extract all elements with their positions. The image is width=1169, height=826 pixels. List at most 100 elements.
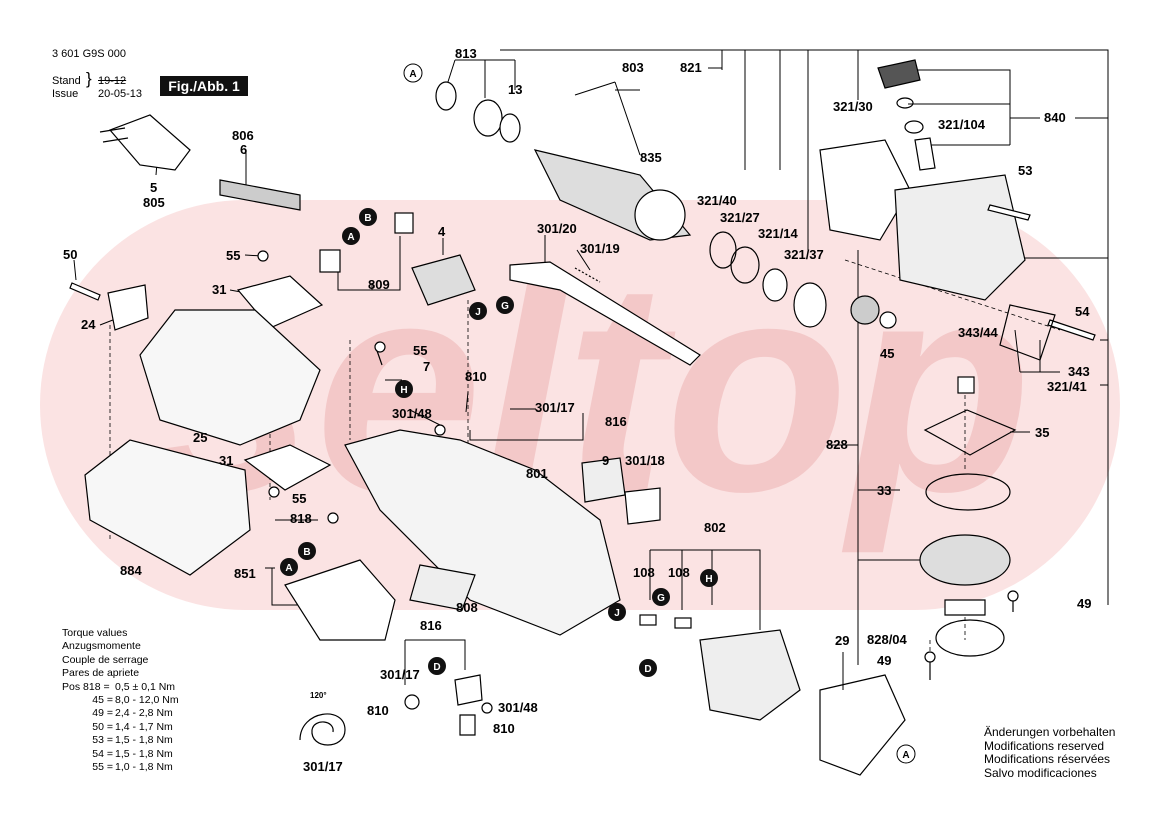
soft-grip — [84, 439, 251, 576]
callout-J-switch: J — [469, 302, 487, 320]
torque-values: Torque values Anzugsmomente Couple de se… — [62, 627, 179, 774]
bearing-left — [435, 81, 457, 111]
label-301-48-lower: 301/48 — [498, 700, 538, 715]
label-813: 813 — [455, 46, 477, 61]
torque-row: 54 =1,5 - 1,8 Nm — [92, 747, 173, 760]
label-810-spring: 810 — [367, 703, 389, 718]
label-801: 801 — [526, 466, 548, 481]
label-816-mid: 816 — [605, 414, 627, 429]
svg-text:J: J — [614, 608, 620, 619]
callout-A-cable: A — [342, 227, 360, 245]
svg-text:B: B — [303, 547, 310, 558]
svg-text:D: D — [644, 664, 651, 675]
label-803: 803 — [622, 60, 644, 75]
callout-G-brush: G — [652, 588, 670, 606]
stand-label: Stand — [52, 75, 81, 87]
svg-text:H: H — [400, 385, 407, 396]
torque-heading-es: Pares de apriete — [62, 667, 140, 680]
label-55-mid: 55 — [413, 343, 427, 358]
label-53: 53 — [1018, 163, 1032, 178]
note-de: Änderungen vorbehalten — [984, 725, 1116, 739]
label-301-48-mid: 301/48 — [392, 406, 432, 421]
label-805: 805 — [143, 195, 165, 210]
label-108-right: 108 — [668, 565, 690, 580]
label-301-19: 301/19 — [580, 241, 620, 256]
document-number: 3 601 G9S 000 — [52, 48, 127, 60]
label-55-lower: 55 — [292, 491, 306, 506]
svg-text:A: A — [902, 750, 909, 761]
label-35: 35 — [1035, 425, 1049, 440]
label-31-lower: 31 — [219, 453, 233, 468]
note-es: Salvo modificaciones — [984, 765, 1097, 780]
callout-H-mid: H — [395, 380, 413, 398]
label-5: 5 — [150, 180, 157, 195]
label-802: 802 — [704, 520, 726, 535]
label-49-lower: 49 — [877, 653, 891, 668]
label-49-right: 49 — [1077, 596, 1091, 611]
part-drawings — [69, 59, 1096, 776]
callout-A-lower: A — [280, 558, 298, 576]
torque-row: 49 =2,4 - 2,8 Nm — [92, 707, 173, 720]
callout-G-switch: G — [496, 296, 514, 314]
label-321-41: 321/41 — [1047, 379, 1087, 394]
guard-plate — [819, 139, 911, 241]
new-date: 20-05-13 — [98, 88, 143, 100]
cable-sleeve — [219, 179, 301, 211]
label-301-20: 301/20 — [537, 221, 577, 236]
label-835: 835 — [640, 150, 662, 165]
old-date: 19-12 — [98, 75, 127, 87]
label-33: 33 — [877, 483, 891, 498]
label-806: 806 — [232, 128, 254, 143]
label-343: 343 — [1068, 364, 1090, 379]
issue-label: Issue — [52, 88, 79, 100]
svg-text:B: B — [364, 213, 371, 224]
label-810-mid: 810 — [465, 369, 487, 384]
svg-text:G: G — [657, 593, 665, 604]
slide-switch — [509, 261, 701, 366]
svg-text:H: H — [705, 574, 712, 585]
spiral-spring — [299, 713, 346, 746]
cable-plug — [108, 114, 191, 171]
label-809: 809 — [368, 277, 390, 292]
label-4: 4 — [438, 224, 446, 239]
label-828-04: 828/04 — [867, 632, 908, 647]
torque-heading-fr: Couple de serrage — [62, 653, 149, 666]
label-810-lower: 810 — [493, 721, 515, 736]
label-816-lower: 816 — [420, 618, 442, 633]
svg-text:J: J — [475, 307, 481, 318]
label-301-17-lower: 301/17 — [380, 667, 420, 682]
torque-row: 45 =8,0 - 12,0 Nm — [92, 694, 179, 707]
label-50: 50 — [63, 247, 77, 262]
svg-text:A: A — [347, 232, 354, 243]
label-25: 25 — [193, 430, 207, 445]
field-coil — [699, 629, 801, 721]
label-840: 840 — [1044, 110, 1066, 125]
label-343-44: 343/44 — [958, 325, 999, 340]
label-301-17-spring: 301/17 — [303, 759, 343, 774]
label-321-14: 321/14 — [758, 226, 799, 241]
label-7: 7 — [423, 359, 430, 374]
bevel-gear — [919, 534, 1011, 586]
label-808: 808 — [456, 600, 478, 615]
label-29: 29 — [835, 633, 849, 648]
label-821: 821 — [680, 60, 702, 75]
label-321-104: 321/104 — [938, 117, 986, 132]
leader-lines — [73, 49, 1109, 690]
svg-text:A: A — [285, 563, 292, 574]
callout-A-bottom: A — [896, 744, 916, 764]
torque-row: Pos 818 =0,5 ± 0,1 Nm — [62, 680, 176, 693]
brace-icon: } — [86, 69, 92, 88]
label-321-37: 321/37 — [784, 247, 824, 262]
assembly-guides — [109, 259, 1061, 660]
torque-row: 50 =1,4 - 1,7 Nm — [92, 720, 173, 733]
torque-heading-en: Torque values — [62, 627, 128, 639]
torque-row: 55 =1,0 - 1,8 Nm — [92, 761, 173, 774]
callout-B-top: B — [359, 208, 377, 226]
label-301-17-mid: 301/17 — [535, 400, 575, 415]
label-884: 884 — [120, 563, 142, 578]
callout-D-lower: D — [428, 657, 446, 675]
bearing-right — [499, 113, 521, 143]
label-321-40: 321/40 — [697, 193, 737, 208]
callout-A-top: A — [403, 63, 423, 83]
